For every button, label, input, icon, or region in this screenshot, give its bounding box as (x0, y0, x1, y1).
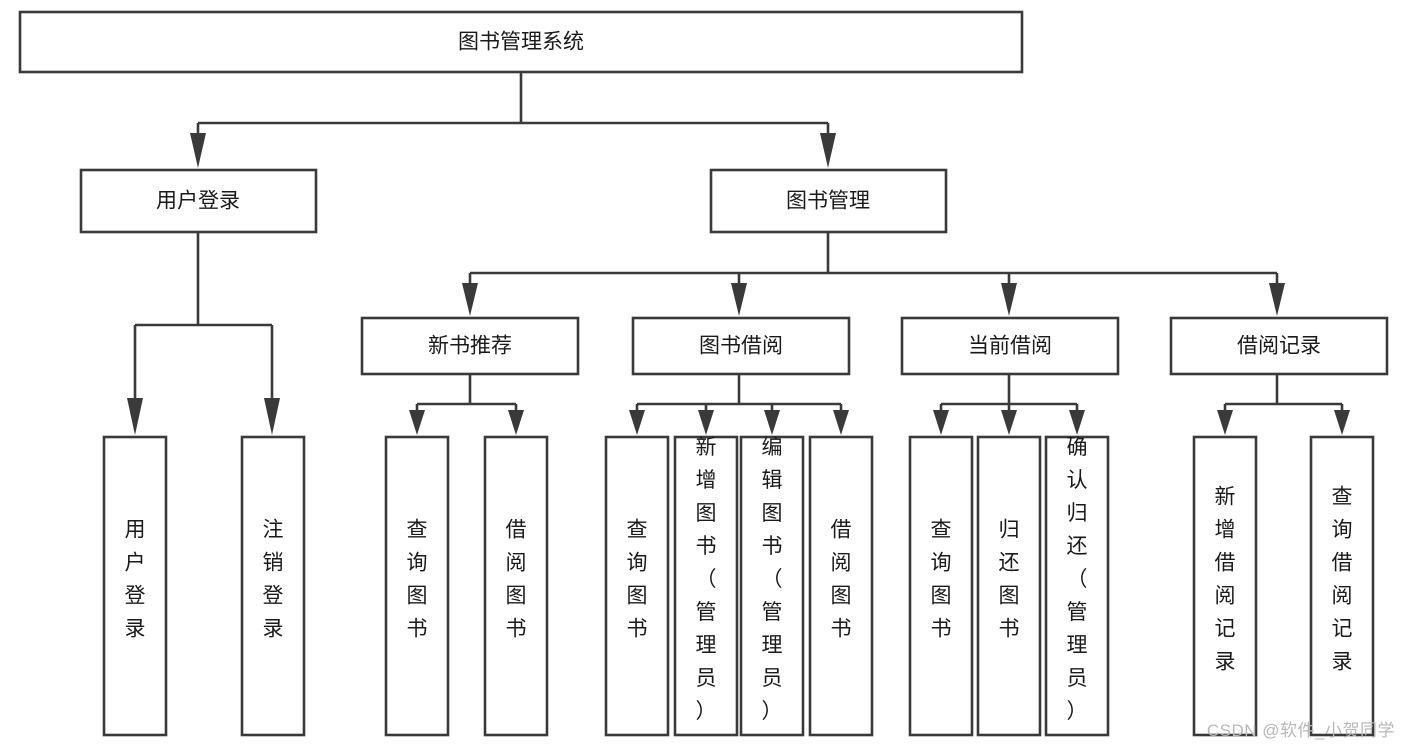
leaf-node[interactable]: 新增图书（管理员） (673, 435, 739, 737)
leaf-bb-edit-book-box[interactable] (739, 435, 805, 737)
leaf-user-login-box[interactable] (102, 435, 168, 737)
node-user-login[interactable]: 用户登录 (79, 168, 318, 234)
node-book-management-label: 图书管理 (786, 190, 870, 213)
leaf-node[interactable]: 用户登录 (102, 435, 168, 737)
node-book-management[interactable]: 图书管理 (709, 168, 948, 234)
arrow-to-book-borrow (731, 283, 747, 316)
leaf-logout-label: 注销登录 (263, 519, 284, 641)
leaf-bb-query-book-label: 查询图书 (627, 519, 648, 641)
arrow-to-leaf-user-login (127, 398, 143, 435)
leaf-bb-edit-book-label: 编辑图书（管理员） (762, 436, 783, 723)
arrow-to-nbr-leaf-2 (508, 410, 524, 435)
leaf-cb-confirm-return-label: 确认归还（管理员） (1067, 436, 1088, 723)
leaf-user-login-label: 用户登录 (125, 519, 146, 641)
node-book-management-box[interactable] (709, 168, 948, 234)
leaf-node[interactable]: 查询图书 (908, 435, 974, 737)
connector-group-current-borrow (933, 374, 1085, 435)
arrow-to-bb-leaf-1 (629, 410, 645, 435)
leaf-bb-add-book-label: 新增图书（管理员） (696, 436, 717, 723)
arrow-to-br-leaf-1 (1217, 410, 1233, 435)
leaf-br-query-record-label: 查询借阅记录 (1332, 486, 1353, 674)
leaf-cb-query-book-label: 查询图书 (931, 519, 952, 641)
node-user-login-label: 用户登录 (156, 190, 240, 213)
leaf-node[interactable]: 注销登录 (240, 435, 306, 737)
node-current-borrow[interactable]: 当前借阅 (900, 316, 1120, 376)
leaf-node[interactable]: 借阅图书 (808, 435, 874, 737)
arrow-to-bb-leaf-4 (833, 410, 849, 435)
connector-group-book-mgmt (462, 232, 1285, 316)
arrow-to-book-mgmt (820, 133, 836, 168)
arrow-to-current-borrow (1001, 283, 1017, 316)
leaf-node[interactable]: 归还图书 (976, 435, 1042, 737)
arrow-to-leaf-logout (264, 398, 280, 435)
arrow-to-bb-leaf-2 (698, 410, 714, 435)
leaf-bb-query-book-box[interactable] (604, 435, 670, 737)
leaf-cb-return-book-box[interactable] (976, 435, 1042, 737)
node-root-label: 图书管理系统 (458, 31, 584, 54)
leaf-bb-borrow-book-box[interactable] (808, 435, 874, 737)
leaf-nbr-borrow-book-label: 借阅图书 (506, 519, 527, 641)
connector-group-root (190, 72, 836, 168)
leaf-br-add-record-box[interactable] (1192, 435, 1258, 737)
node-borrow-record-label: 借阅记录 (1237, 335, 1321, 358)
leaf-node[interactable]: 查询借阅记录 (1309, 435, 1375, 737)
leaf-node[interactable]: 编辑图书（管理员） (739, 435, 805, 737)
node-root[interactable]: 图书管理系统 (18, 10, 1024, 74)
node-borrow-record-box[interactable] (1169, 316, 1389, 376)
leaf-nbr-borrow-book-box[interactable] (483, 435, 549, 737)
leaf-cb-query-book-box[interactable] (908, 435, 974, 737)
node-current-borrow-label: 当前借阅 (968, 335, 1052, 358)
leaf-br-add-record-label: 新增借阅记录 (1215, 486, 1236, 674)
node-book-borrow-label: 图书借阅 (699, 335, 783, 358)
node-root-box[interactable] (18, 10, 1024, 74)
leaf-node[interactable]: 查询图书 (384, 435, 450, 737)
arrow-to-cb-leaf-3 (1069, 410, 1085, 435)
node-current-borrow-box[interactable] (900, 316, 1120, 376)
leaf-bb-borrow-book-label: 借阅图书 (831, 519, 852, 641)
arrow-to-nbr-leaf-1 (409, 410, 425, 435)
leaf-node[interactable]: 新增借阅记录 (1192, 435, 1258, 737)
leaf-cb-return-book-label: 归还图书 (999, 519, 1020, 641)
leaf-bb-add-book-box[interactable] (673, 435, 739, 737)
connector-group-book-borrow (629, 374, 849, 435)
node-new-book-recommend-label: 新书推荐 (428, 335, 512, 358)
arrow-to-cb-leaf-1 (933, 410, 949, 435)
arrow-to-new-book-recommend (462, 283, 478, 316)
arrow-to-user-login (190, 133, 206, 168)
leaf-node[interactable]: 查询图书 (604, 435, 670, 737)
leaf-nbr-query-book-box[interactable] (384, 435, 450, 737)
leaf-node[interactable]: 借阅图书 (483, 435, 549, 737)
node-user-login-box[interactable] (79, 168, 318, 234)
watermark-text: CSDN @软件_小贺同学 (1206, 721, 1395, 740)
node-book-borrow[interactable]: 图书借阅 (631, 316, 851, 376)
node-new-book-recommend-box[interactable] (360, 316, 580, 376)
leaf-logout-box[interactable] (240, 435, 306, 737)
leaf-br-query-record-box[interactable] (1309, 435, 1375, 737)
connector-group-new-book-recommend (409, 374, 524, 435)
arrow-to-br-leaf-2 (1334, 410, 1350, 435)
arrow-to-cb-leaf-2 (1001, 410, 1017, 435)
leaf-cb-confirm-return-box[interactable] (1044, 435, 1110, 737)
connector-group-user-login (127, 232, 280, 435)
arrow-to-borrow-record (1269, 283, 1285, 316)
connector-group-borrow-record (1217, 374, 1350, 435)
leaf-nbr-query-book-label: 查询图书 (407, 519, 428, 641)
node-new-book-recommend[interactable]: 新书推荐 (360, 316, 580, 376)
leaf-node[interactable]: 确认归还（管理员） (1044, 435, 1110, 737)
arrow-to-bb-leaf-3 (764, 410, 780, 435)
node-borrow-record[interactable]: 借阅记录 (1169, 316, 1389, 376)
node-book-borrow-box[interactable] (631, 316, 851, 376)
